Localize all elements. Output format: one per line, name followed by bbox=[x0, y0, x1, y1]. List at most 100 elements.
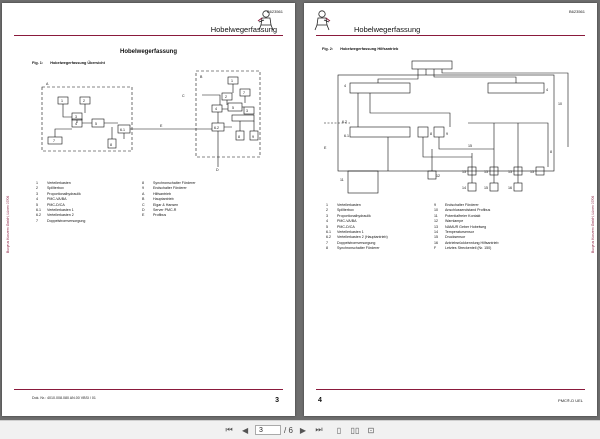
previous-page-button[interactable]: ◀ bbox=[239, 424, 251, 436]
two-page-view-button[interactable]: ▯▯ bbox=[349, 424, 361, 436]
svg-text:E: E bbox=[160, 124, 163, 128]
svg-text:4: 4 bbox=[546, 88, 548, 92]
miner-logo-icon bbox=[257, 10, 274, 31]
auxiliary-drive-diagram: 4 4 6.2 6.1 E 8 9 11 13 13 13 13 14 15 1… bbox=[324, 60, 569, 194]
svg-text:8: 8 bbox=[238, 135, 240, 139]
next-page-button[interactable]: ▶ bbox=[297, 424, 309, 436]
svg-text:4: 4 bbox=[75, 122, 77, 126]
page-number-input[interactable]: 3 bbox=[255, 425, 282, 435]
footer-doc-number: Dok. Nr.: 4010.008.080 AN.00 VBSI / 01 bbox=[32, 396, 96, 400]
svg-text:13: 13 bbox=[530, 170, 534, 174]
svg-text:2: 2 bbox=[83, 99, 85, 103]
svg-text:15: 15 bbox=[484, 186, 488, 190]
viewer-toolbar: ⏮ ◀ 3 / 6 ▶ ⏭ ▯ ▯▯ ⊡ bbox=[0, 420, 600, 439]
single-page-view-button[interactable]: ▯ bbox=[333, 424, 345, 436]
first-page-button[interactable]: ⏮ bbox=[223, 424, 235, 436]
figure-caption: Fig. 1: Hobelwegerfassung Übersicht bbox=[32, 61, 105, 65]
svg-text:1: 1 bbox=[61, 99, 63, 103]
single-page-icon: ▯ bbox=[336, 425, 342, 435]
svg-text:3: 3 bbox=[246, 109, 248, 113]
svg-text:6.2: 6.2 bbox=[214, 126, 219, 130]
svg-text:8: 8 bbox=[110, 143, 112, 147]
svg-text:4: 4 bbox=[344, 84, 346, 88]
svg-text:E: E bbox=[324, 146, 327, 150]
svg-text:12: 12 bbox=[436, 174, 440, 178]
svg-text:8: 8 bbox=[430, 132, 432, 136]
side-note: Bucyrus Konzern GmbH, Lünen 07/06 bbox=[6, 195, 10, 253]
header-rule bbox=[316, 35, 585, 37]
svg-text:16: 16 bbox=[508, 186, 512, 190]
svg-text:13: 13 bbox=[462, 170, 466, 174]
header-title: Hobelwegerfassung bbox=[210, 25, 277, 34]
header-title: Hobelwegerfassung bbox=[354, 25, 421, 34]
svg-text:C: C bbox=[182, 94, 185, 98]
svg-text:5: 5 bbox=[95, 122, 97, 126]
page-number: 4 bbox=[318, 397, 322, 404]
doc-id: B623561 bbox=[568, 9, 585, 14]
svg-text:7: 7 bbox=[53, 139, 55, 143]
page-3: B623561 Hobelwegerfassung Hobelwegerfass… bbox=[2, 3, 295, 416]
document-viewer: B623561 Hobelwegerfassung Hobelwegerfass… bbox=[0, 0, 600, 420]
svg-text:10: 10 bbox=[558, 102, 562, 106]
miner-logo-icon bbox=[314, 10, 331, 31]
side-note: Bucyrus Konzern GmbH, Lünen 07/06 bbox=[591, 195, 595, 253]
zoom-icon: ⊡ bbox=[367, 425, 375, 435]
svg-text:2: 2 bbox=[225, 95, 227, 99]
svg-text:14: 14 bbox=[462, 186, 466, 190]
svg-text:6.1: 6.1 bbox=[120, 128, 125, 132]
first-page-icon: ⏮ bbox=[225, 425, 233, 434]
brand-label: PMC®-D UEL bbox=[558, 398, 583, 403]
svg-text:6.2: 6.2 bbox=[342, 120, 347, 124]
footer-rule bbox=[14, 389, 283, 390]
section-title: Hobelwegerfassung bbox=[119, 49, 177, 55]
svg-text:4: 4 bbox=[215, 107, 217, 111]
svg-text:13: 13 bbox=[508, 170, 512, 174]
svg-text:6.1: 6.1 bbox=[344, 134, 349, 138]
overview-diagram: A B C D E 1 2 3 5 4 6.1 7 8 1 2 7 4 5 6.… bbox=[41, 70, 261, 172]
svg-text:A: A bbox=[46, 82, 49, 86]
svg-text:B: B bbox=[200, 75, 203, 79]
two-page-icon: ▯▯ bbox=[350, 425, 360, 435]
svg-text:7: 7 bbox=[243, 91, 245, 95]
figure-number: Fig. 1: bbox=[32, 61, 44, 65]
svg-text:13: 13 bbox=[484, 170, 488, 174]
footer-rule bbox=[316, 389, 585, 390]
page-total: / 6 bbox=[284, 425, 293, 435]
svg-text:3: 3 bbox=[75, 115, 77, 119]
figure-caption: Fig. 2: Hobelwegerfassung Hilfsantrieb bbox=[322, 47, 398, 51]
last-page-button[interactable]: ⏭ bbox=[313, 424, 325, 436]
zoom-fit-button[interactable]: ⊡ bbox=[365, 424, 377, 436]
